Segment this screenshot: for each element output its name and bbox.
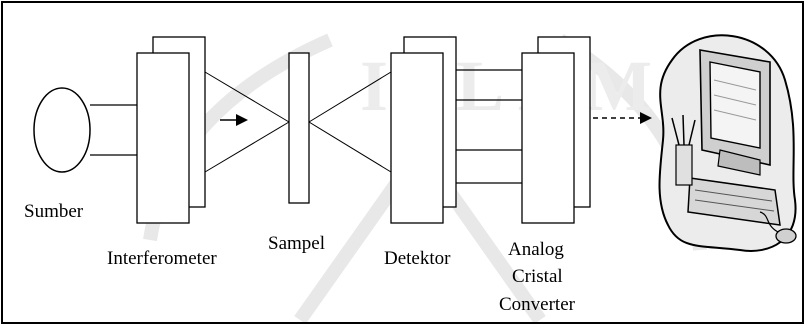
arrow-right-icon: [220, 114, 248, 126]
beam-out-upper: [308, 71, 392, 123]
dashed-arrow-right-icon: [593, 112, 652, 124]
source-ellipse: [33, 87, 91, 173]
beam-in-lower: [204, 121, 290, 173]
beam-out-lower: [308, 121, 392, 173]
converter-label-line2: Cristal: [512, 266, 563, 287]
converter-label-line3: Converter: [499, 294, 576, 315]
converter-front-block: [521, 52, 575, 224]
converter-label-line1: Analog: [508, 239, 564, 260]
interferometer-front-block: [136, 52, 190, 224]
detector-front-block: [390, 52, 444, 224]
sample-label: Sampel: [268, 233, 325, 254]
beam-in-upper: [204, 71, 290, 123]
sample-block: [288, 52, 310, 204]
detector-label: Detektor: [384, 248, 451, 269]
interferometer-label: Interferometer: [107, 248, 217, 269]
computer-icon: [658, 34, 797, 252]
source-label: Sumber: [24, 201, 84, 222]
